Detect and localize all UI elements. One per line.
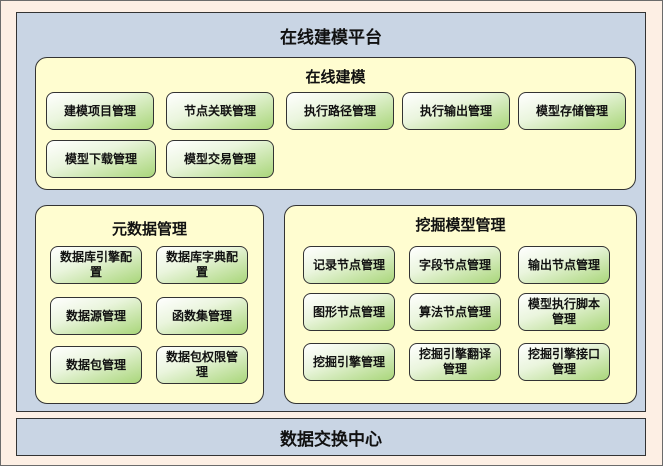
node-mining-engine[interactable]: 挖掘引擎管理 [303, 343, 395, 381]
metadata-title: 元数据管理 [111, 220, 187, 238]
node-model-download[interactable]: 模型下载管理 [46, 140, 156, 178]
online-modeling-group: 在线建模 建模项目管理 节点关联管理 执行路径管理 执行输出管理 模型存储管理 … [35, 57, 636, 190]
node-function-set[interactable]: 函数集管理 [156, 297, 248, 335]
node-data-package[interactable]: 数据包管理 [50, 346, 142, 384]
node-model-storage[interactable]: 模型存储管理 [518, 92, 626, 130]
online-modeling-platform: 在线建模平台 在线建模 建模项目管理 节点关联管理 执行路径管理 执行输出管理 … [16, 12, 646, 412]
node-record[interactable]: 记录节点管理 [303, 246, 395, 284]
node-db-engine-config[interactable]: 数据库引擎配置 [50, 246, 142, 284]
node-mining-engine-translation[interactable]: 挖掘引擎翻译管理 [409, 343, 501, 381]
online-modeling-title: 在线建模 [305, 68, 366, 86]
node-algorithm[interactable]: 算法节点管理 [409, 293, 501, 331]
metadata-group: 元数据管理 数据库引擎配置 数据库字典配置 数据源管理 函数集管理 数据包管理 … [35, 205, 264, 404]
mining-model-title: 挖掘模型管理 [415, 216, 506, 234]
node-execution-path[interactable]: 执行路径管理 [286, 92, 394, 130]
node-output[interactable]: 输出节点管理 [518, 246, 610, 284]
mining-model-group: 挖掘模型管理 记录节点管理 字段节点管理 输出节点管理 图形节点管理 算法节点管… [284, 205, 637, 404]
node-datasource[interactable]: 数据源管理 [50, 297, 142, 335]
node-data-package-permission[interactable]: 数据包权限管理 [156, 346, 248, 384]
data-exchange-center: 数据交换中心 [16, 418, 646, 456]
node-model-trade[interactable]: 模型交易管理 [166, 140, 274, 178]
node-mining-engine-interface[interactable]: 挖掘引擎接口管理 [518, 343, 610, 381]
node-modeling-project[interactable]: 建模项目管理 [46, 92, 154, 130]
node-field[interactable]: 字段节点管理 [409, 246, 501, 284]
node-graph[interactable]: 图形节点管理 [303, 293, 395, 331]
node-execution-output[interactable]: 执行输出管理 [402, 92, 510, 130]
node-db-dictionary-config[interactable]: 数据库字典配置 [156, 246, 248, 284]
platform-title: 在线建模平台 [280, 28, 382, 48]
node-model-exec-script[interactable]: 模型执行脚本管理 [518, 293, 610, 331]
node-node-association[interactable]: 节点关联管理 [166, 92, 274, 130]
